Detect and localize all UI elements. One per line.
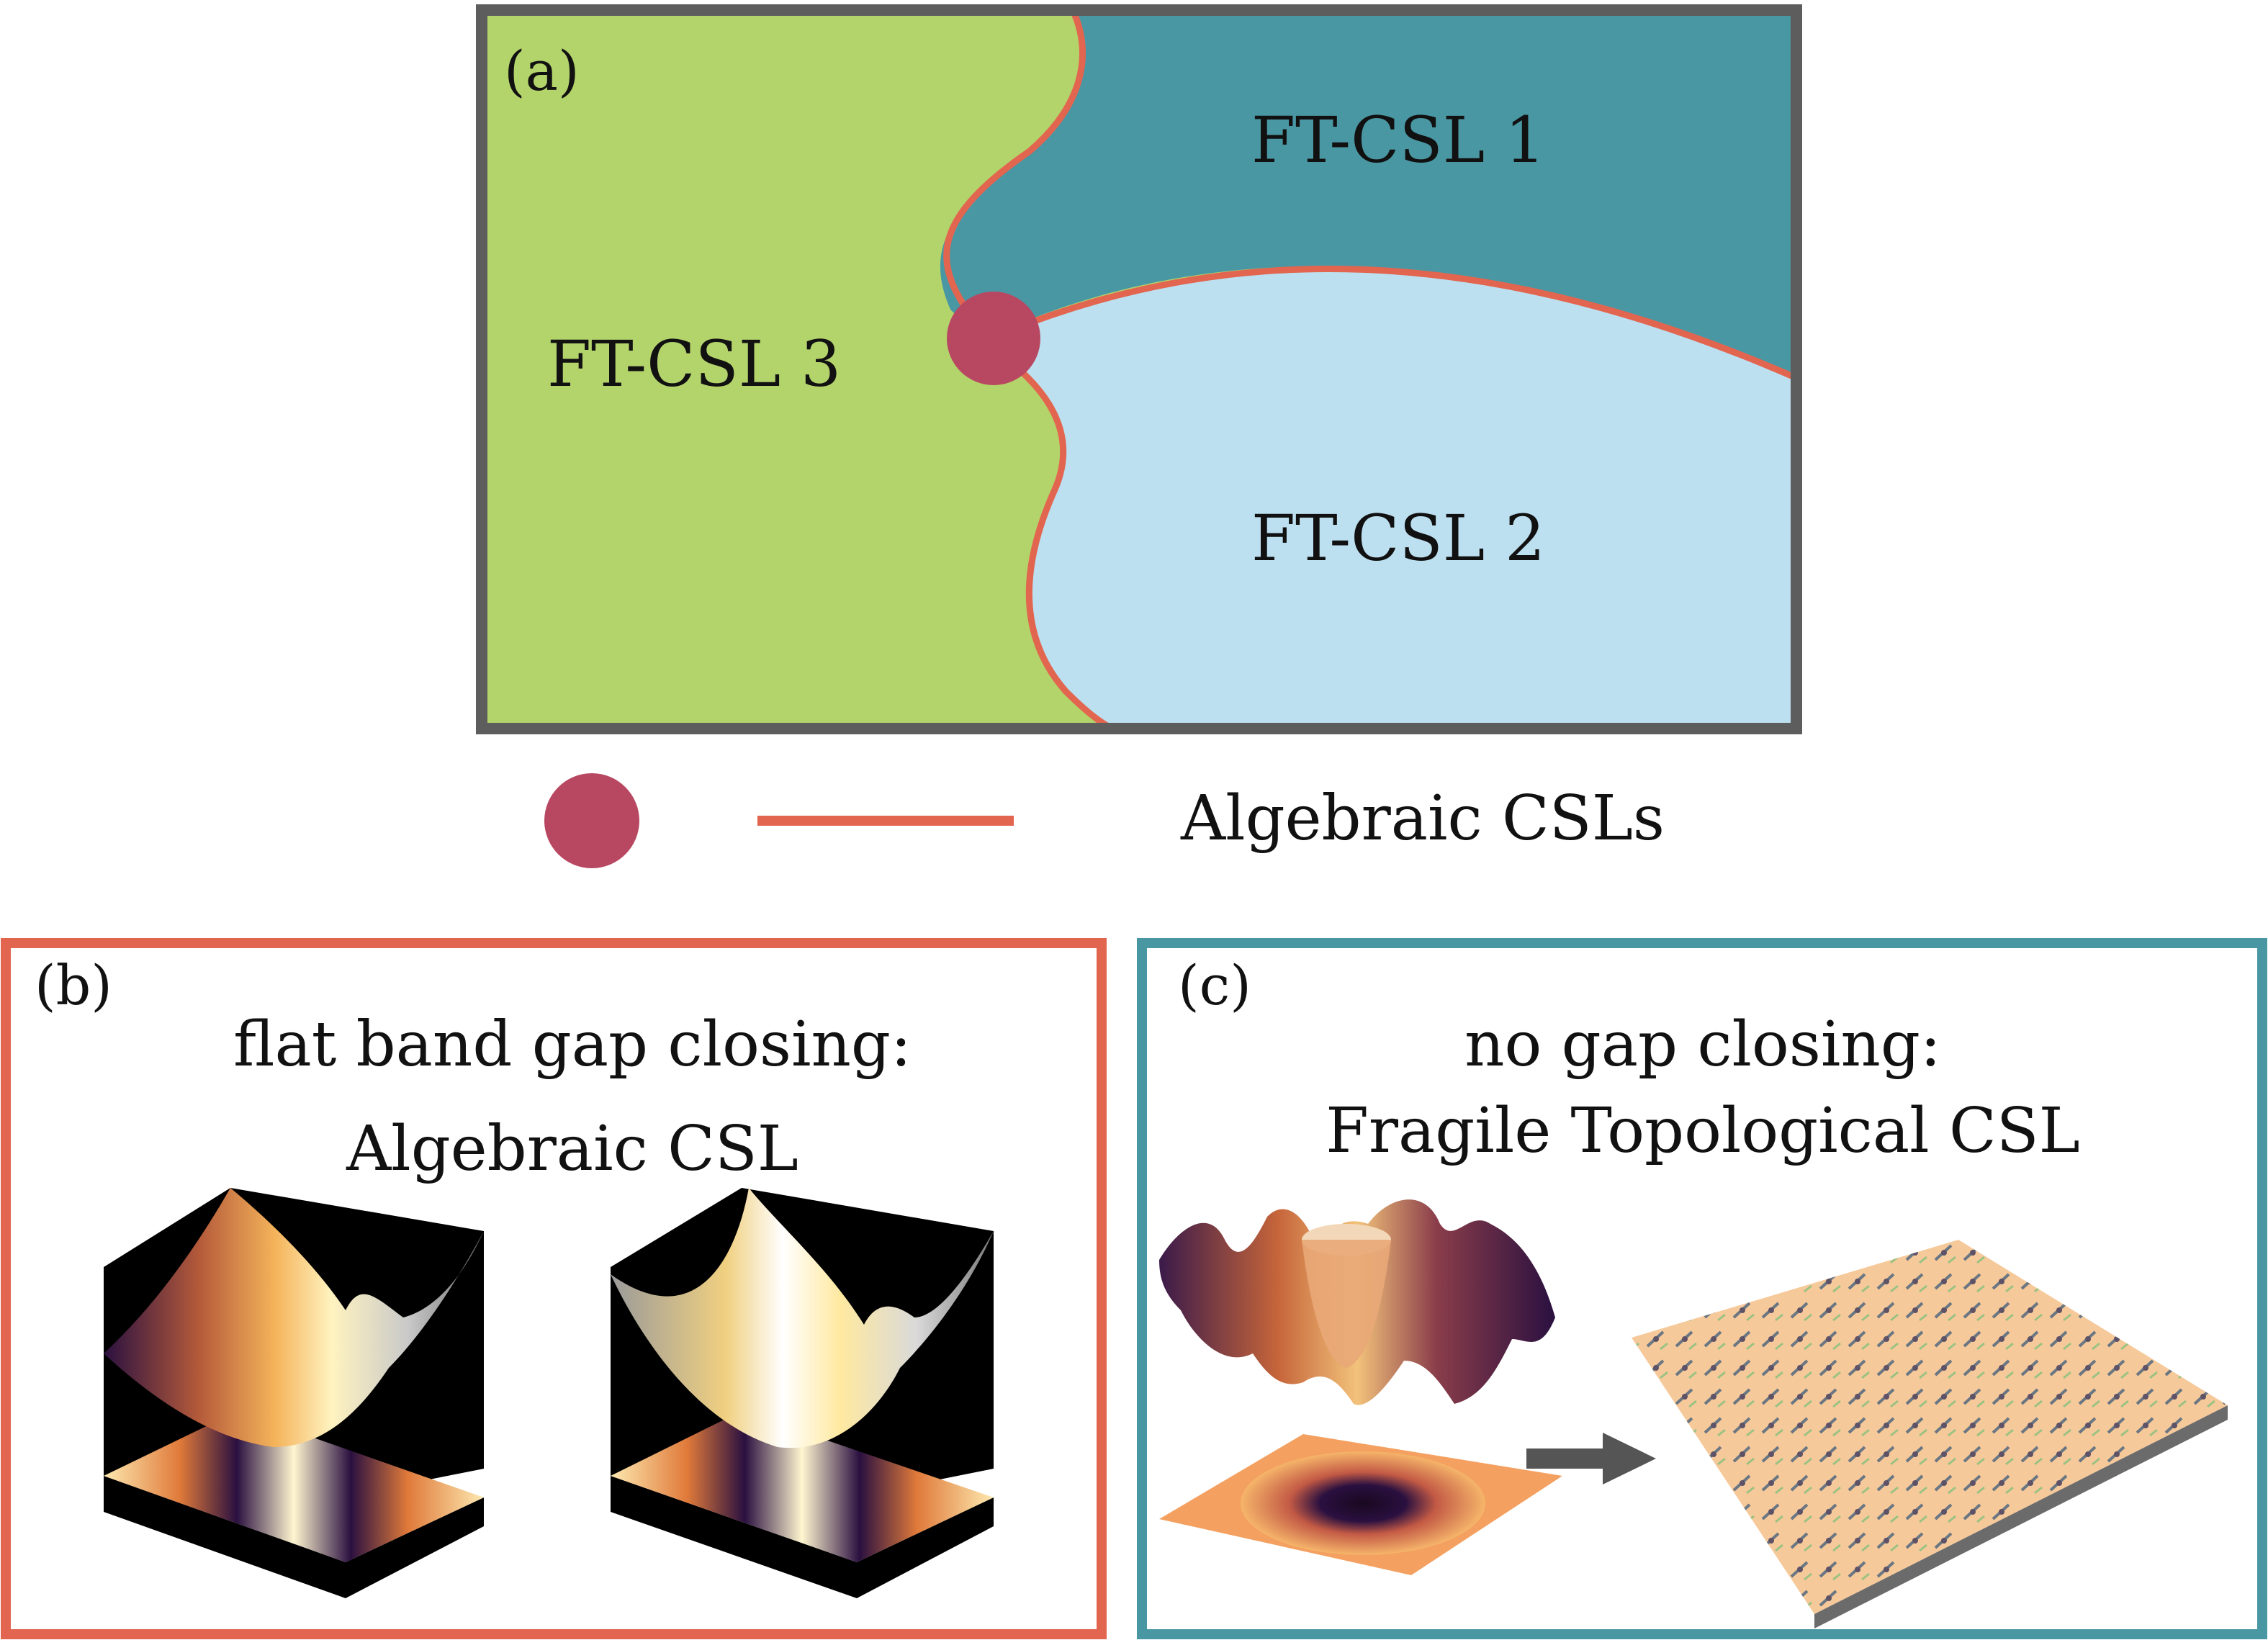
panel-c: (c) no gap closing: Fragile Topological … [1137, 938, 2267, 1639]
band-plot-2 [611, 1188, 994, 1598]
panel-b-title-line2: Algebraic CSL [346, 1113, 798, 1185]
region-csl2 [994, 270, 1796, 729]
box1-surface [104, 1188, 484, 1447]
region-csl1 [940, 10, 1796, 378]
boundary-csl3-csl2 [1006, 357, 1114, 732]
panel-a-frame [476, 4, 1802, 734]
box2-floor-side-right [857, 1497, 994, 1598]
critical-point [947, 292, 1040, 385]
region-label-csl3: FT-CSL 3 [547, 327, 841, 401]
wavy-surface-plot [1159, 1199, 1555, 1405]
box1-floor-side-right [346, 1497, 484, 1598]
panel-b-tag: (b) [35, 953, 112, 1017]
central-peak-body [1302, 1240, 1391, 1368]
region-label-csl1: FT-CSL 1 [1251, 103, 1545, 177]
box1-floor-side [104, 1476, 346, 1598]
density-ring [1241, 1451, 1485, 1555]
legend-point-icon [544, 773, 639, 868]
legend: Algebraic CSLs [544, 773, 1665, 868]
boundary-csl3-csl1 [943, 9, 1086, 319]
boundary-csl1-csl2 [1007, 265, 1798, 382]
band-plot-1 [104, 1188, 484, 1598]
panel-c-frame [1137, 938, 2267, 1639]
vector-field-arrows [1632, 1240, 2228, 1614]
panel-a-tag: (a) [504, 39, 580, 103]
box2-floor [611, 1411, 994, 1562]
vector-field-edge [1814, 1405, 2228, 1628]
panel-b-title-line1: flat band gap closing: [233, 1009, 912, 1081]
arrow-right-icon [1526, 1433, 1656, 1484]
panel-b: (b) flat band gap closing: Algebraic CSL [1, 938, 1107, 1639]
density-map [1159, 1434, 1562, 1575]
panel-c-title-line1: no gap closing: [1464, 1009, 1941, 1081]
panel-c-tag: (c) [1178, 953, 1251, 1017]
box2-surface [611, 1188, 994, 1448]
panel-c-title-line2: Fragile Topological CSL [1326, 1095, 2080, 1167]
box1-floor [104, 1411, 484, 1562]
panel-a: (a) FT-CSL 1 FT-CSL 3 FT-CSL 2 [476, 4, 1802, 734]
legend-label: Algebraic CSLs [1180, 783, 1665, 855]
panel-b-frame [1, 938, 1107, 1639]
vector-field-plot [1632, 1240, 2228, 1628]
box2-floor-side [611, 1476, 857, 1598]
region-label-csl2: FT-CSL 2 [1251, 501, 1545, 575]
